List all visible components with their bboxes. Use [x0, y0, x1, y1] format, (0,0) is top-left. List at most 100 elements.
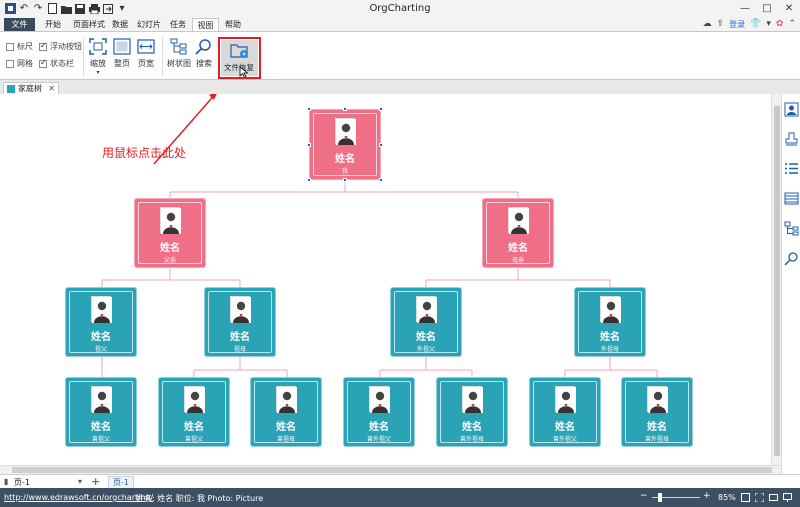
org-node-grandfather[interactable]: 姓名祖父: [65, 287, 137, 357]
drawing-canvas[interactable]: 用鼠标点击此处 姓名我姓名父亲姓名母亲姓名祖父姓名祖母姓名外祖父姓名外祖母姓名曾…: [0, 94, 771, 466]
avatar[interactable]: [462, 386, 483, 413]
chevron-down-icon[interactable]: ▾: [96, 69, 100, 76]
org-node-mother[interactable]: 姓名母亲: [482, 198, 554, 268]
page-nav-icon[interactable]: ▮: [4, 477, 9, 486]
vertical-scrollbar[interactable]: [771, 94, 781, 465]
new-icon[interactable]: [46, 2, 58, 15]
org-node-maternal-grandmother[interactable]: 姓名外祖母: [574, 287, 646, 357]
zoom-in-button[interactable]: +: [703, 491, 711, 501]
tab-data[interactable]: 数据: [112, 20, 128, 29]
avatar[interactable]: [276, 386, 297, 413]
avatar[interactable]: [335, 118, 356, 145]
org-node-me[interactable]: 姓名我: [309, 109, 381, 180]
shirt-icon[interactable]: 👕: [750, 19, 762, 29]
org-node-great-grandmother-1[interactable]: 姓名曾祖父: [158, 377, 230, 447]
close-icon[interactable]: ✕: [48, 84, 55, 93]
org-node-father[interactable]: 姓名父亲: [134, 198, 206, 268]
page-selector[interactable]: 页-1: [14, 478, 30, 487]
tab-help[interactable]: 帮助: [225, 20, 241, 29]
avatar[interactable]: [230, 296, 251, 323]
selection-handle[interactable]: [379, 107, 383, 111]
open-icon[interactable]: [60, 2, 72, 15]
grid-checkbox[interactable]: 网格: [6, 58, 33, 69]
search-icon[interactable]: [784, 251, 799, 266]
selection-handle[interactable]: [379, 178, 383, 182]
ruler-checkbox[interactable]: 标尺: [6, 41, 33, 52]
website-link[interactable]: http://www.edrawsoft.cn/orgcharting/: [4, 493, 154, 502]
zoom-slider[interactable]: [652, 497, 700, 498]
export-icon[interactable]: [102, 2, 114, 15]
org-node-great-grandmother-2[interactable]: 姓名曾祖母: [250, 377, 322, 447]
fit-width-icon[interactable]: [769, 493, 778, 502]
floating-button-checkbox[interactable]: 浮动按钮: [39, 41, 82, 52]
org-node-great-grandfather[interactable]: 姓名曾祖父: [65, 377, 137, 447]
selection-handle[interactable]: [307, 107, 311, 111]
collapse-ribbon-icon[interactable]: ⌃: [788, 19, 796, 29]
checkbox-box[interactable]: [6, 59, 14, 68]
presentation-icon[interactable]: [783, 493, 792, 502]
selection-handle[interactable]: [307, 178, 311, 182]
selection-handle[interactable]: [343, 107, 347, 111]
person-card-icon[interactable]: [784, 102, 799, 117]
zoom-out-button[interactable]: −: [640, 491, 648, 501]
tab-home[interactable]: 开始: [45, 20, 61, 29]
org-node-great-maternal-grandmother-1[interactable]: 姓名曾外祖母: [436, 377, 508, 447]
login-link[interactable]: 登录: [729, 19, 746, 29]
horizontal-scrollbar[interactable]: [0, 465, 781, 474]
status-bar-checkbox[interactable]: 状态栏: [39, 58, 74, 69]
table-icon[interactable]: [784, 191, 799, 206]
selection-handle[interactable]: [307, 143, 311, 147]
selection-handle[interactable]: [343, 178, 347, 182]
org-node-great-maternal-grandfather-2[interactable]: 姓名曾外祖父: [529, 377, 601, 447]
scrollbar-thumb[interactable]: [12, 467, 772, 473]
app-logo-icon[interactable]: [4, 2, 16, 15]
list-icon[interactable]: [784, 161, 799, 176]
tab-slides[interactable]: 幻灯片: [137, 20, 161, 29]
fit-icon[interactable]: [741, 493, 750, 502]
undo-icon[interactable]: ↶: [19, 3, 29, 14]
tab-tasks[interactable]: 任务: [170, 20, 186, 29]
avatar[interactable]: [508, 207, 529, 234]
palette-icon[interactable]: ✿: [775, 19, 784, 29]
avatar[interactable]: [600, 296, 621, 323]
org-node-grandmother[interactable]: 姓名祖母: [204, 287, 276, 357]
checkbox-box[interactable]: [39, 58, 47, 68]
document-tab[interactable]: 家庭树 ✕: [3, 82, 59, 94]
print-icon[interactable]: [88, 2, 100, 15]
fit-page-button[interactable]: 整页: [113, 38, 131, 69]
avatar[interactable]: [647, 386, 668, 413]
zoom-slider-handle[interactable]: [658, 493, 662, 502]
org-node-great-maternal-grandmother-2[interactable]: 姓名曾外祖母: [621, 377, 693, 447]
avatar[interactable]: [416, 296, 437, 323]
cloud-icon[interactable]: ☁: [702, 19, 712, 29]
search-button[interactable]: 搜索: [195, 38, 213, 69]
avatar[interactable]: [184, 386, 205, 413]
avatar[interactable]: [91, 386, 112, 413]
save-icon[interactable]: [74, 2, 86, 15]
chevron-down-icon[interactable]: ▾: [766, 19, 771, 29]
full-screen-icon[interactable]: [755, 493, 764, 502]
tab-view[interactable]: 视图: [192, 18, 219, 32]
close-icon[interactable]: ✕: [784, 2, 794, 14]
avatar[interactable]: [369, 386, 390, 413]
zoom-button[interactable]: 缩放 ▾: [89, 38, 107, 76]
redo-icon[interactable]: ↷: [33, 3, 43, 14]
options-icon[interactable]: ▾: [119, 3, 125, 14]
tab-file[interactable]: 文件: [4, 18, 35, 31]
share-icon[interactable]: ⇪: [716, 19, 725, 29]
chevron-down-icon[interactable]: ▾: [78, 477, 83, 486]
org-node-maternal-grandfather[interactable]: 姓名外祖父: [390, 287, 462, 357]
stamp-icon[interactable]: [784, 132, 799, 147]
checkbox-box[interactable]: [39, 41, 47, 51]
page-width-button[interactable]: 页宽: [137, 38, 155, 69]
avatar[interactable]: [91, 296, 112, 323]
tab-page-style[interactable]: 页面样式: [73, 20, 105, 29]
minimize-icon[interactable]: —: [740, 2, 750, 14]
selection-handle[interactable]: [379, 143, 383, 147]
add-page-button[interactable]: +: [91, 475, 101, 488]
org-node-great-maternal-grandfather-1[interactable]: 姓名曾外祖父: [343, 377, 415, 447]
scrollbar-thumb[interactable]: [774, 106, 780, 456]
avatar[interactable]: [160, 207, 181, 234]
checkbox-box[interactable]: [6, 42, 14, 51]
avatar[interactable]: [555, 386, 576, 413]
